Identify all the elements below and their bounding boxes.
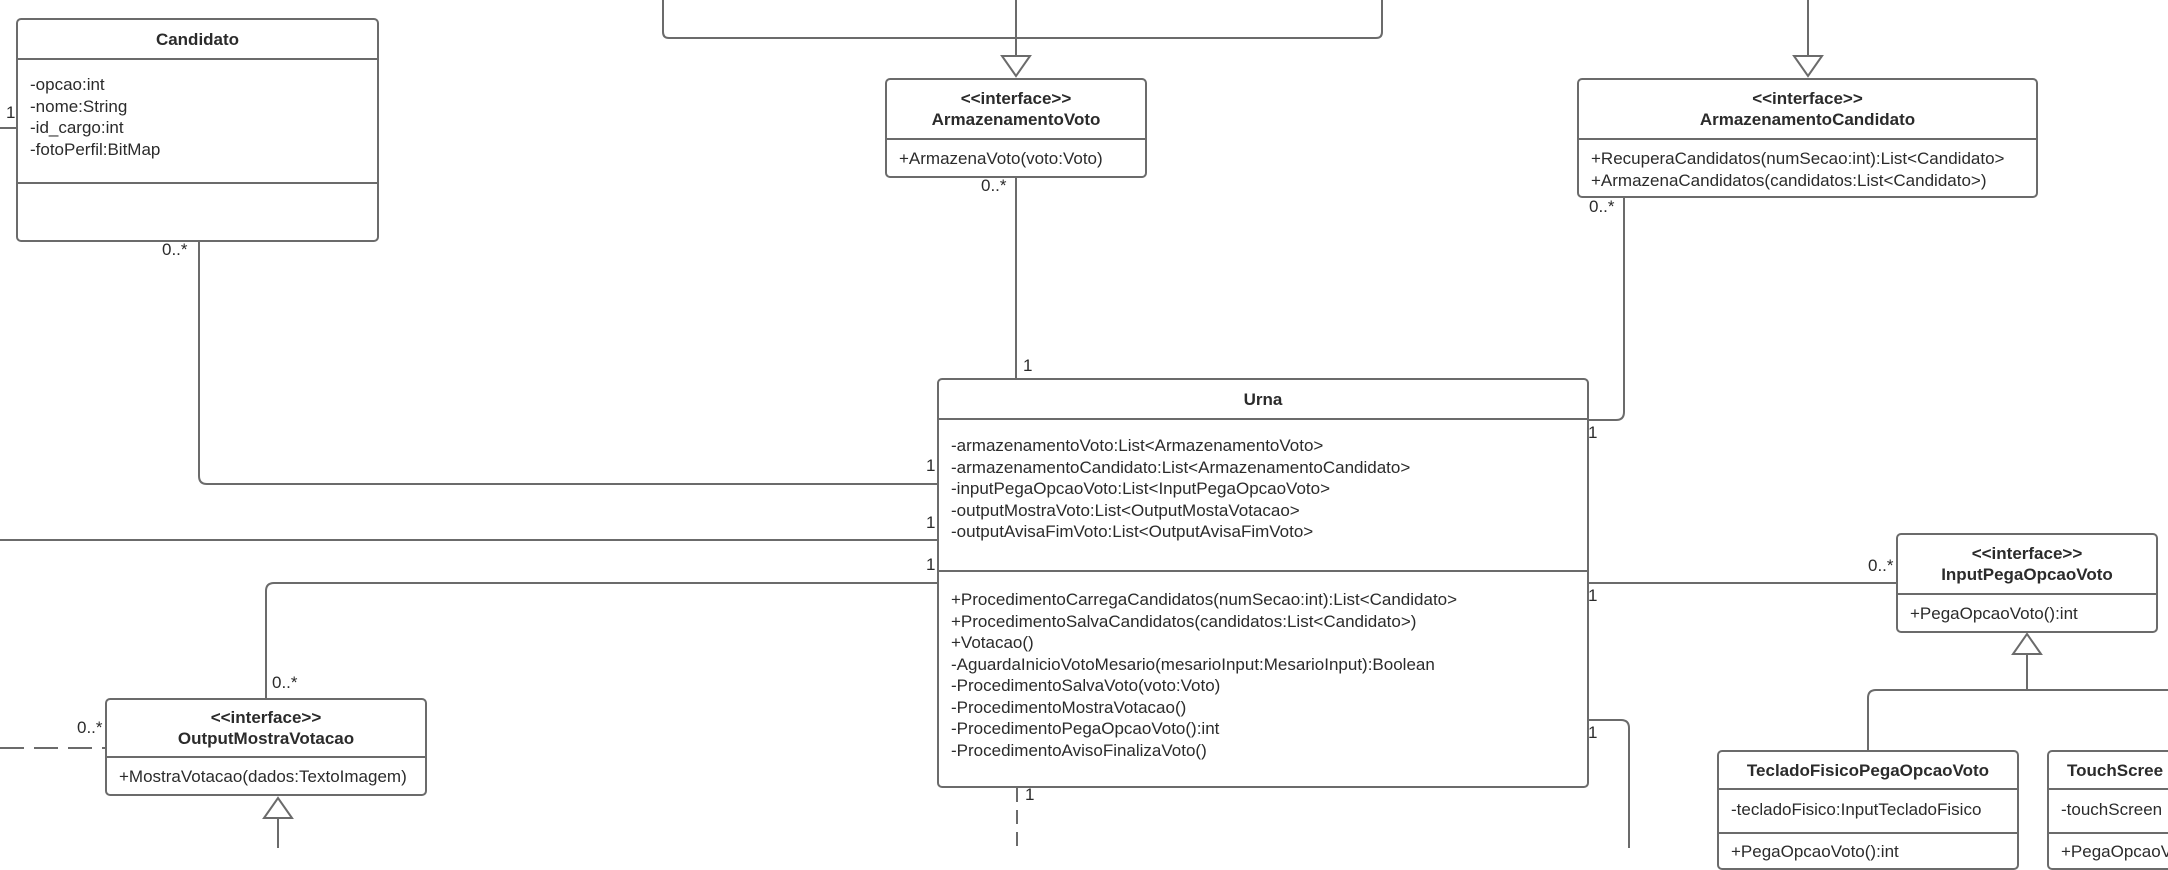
class-urna[interactable]: Urna -armazenamentoVoto:List<Armazenamen… — [937, 378, 1589, 788]
attribute: -fotoPerfil:BitMap — [30, 139, 161, 159]
class-touch-screen[interactable]: TouchScree -touchScreen +PegaOpcaoV — [2047, 750, 2168, 870]
attribute: -tecladoFisico:InputTecladoFisico — [1731, 800, 1982, 819]
method: +RecuperaCandidatos(numSecao:int):List<C… — [1591, 149, 2005, 168]
method: +PegaOpcaoVoto():int — [1731, 842, 1899, 861]
class-name-text: TouchScree — [2067, 760, 2164, 780]
attribute: -touchScreen — [2061, 800, 2163, 819]
attribute: -outputMostraVoto:List<OutputMostaVotaca… — [951, 500, 1300, 520]
class-teclado-fisico-pega-opcao-voto[interactable]: TecladoFisicoPegaOpcaoVoto -tecladoFisic… — [1717, 750, 2019, 870]
multiplicity-label: 1 — [1588, 423, 1598, 442]
connector-layer — [0, 0, 2168, 848]
method: +ArmazenaCandidatos(candidatos:List<Cand… — [1591, 170, 1987, 190]
multiplicity-label: 1 — [926, 456, 936, 475]
method: -AguardaInicioVotoMesario(mesarioInput:M… — [951, 654, 1435, 674]
class-candidato[interactable]: Candidato -opcao:int -nome:String -id_ca… — [16, 18, 379, 242]
attributes-section: -armazenamentoVoto:List<ArmazenamentoVot… — [939, 420, 1587, 572]
interface-output-mostra-votacao[interactable]: <<interface>> OutputMostraVotacao +Mostr… — [105, 698, 427, 796]
association-urna-right-lower — [1589, 719, 1630, 848]
interface-name: ArmazenamentoCandidato — [1699, 110, 1916, 129]
method: +PegaOpcaoVoto():int — [1910, 604, 2078, 623]
method: -ProcedimentoPegaOpcaoVoto():int — [951, 719, 1220, 738]
class-name: Candidato — [18, 20, 377, 60]
multiplicity-label: 1 — [1588, 586, 1598, 605]
method: -ProcedimentoAvisoFinalizaVoto() — [951, 740, 1207, 760]
method: +PegaOpcaoV — [2061, 842, 2168, 861]
interface-header: <<interface>> InputPegaOpcaoVoto — [1898, 535, 2156, 595]
attribute: -inputPegaOpcaoVoto:List<InputPegaOpcaoV… — [951, 479, 1331, 498]
interface-armazenamento-voto[interactable]: <<interface>> ArmazenamentoVoto +Armazen… — [885, 78, 1147, 178]
methods-section: +MostraVotacao(dados:TextoImagem) — [107, 758, 425, 794]
generalization-arrow-armazenamento-candidato — [1792, 55, 1824, 78]
method: -ProcedimentoSalvaVoto(voto:Voto) — [951, 676, 1221, 695]
multiplicity-label: 0..* — [1589, 197, 1615, 216]
multiplicity-label: 0..* — [1868, 556, 1894, 575]
multiplicity-label: 0..* — [981, 176, 1007, 195]
multiplicity-label: 1 — [1588, 723, 1598, 742]
attributes-section: -tecladoFisico:InputTecladoFisico — [1719, 790, 2017, 834]
methods-section — [18, 184, 377, 196]
generalization-branch-input — [1867, 689, 2168, 750]
stereotype: <<interface>> — [960, 89, 1072, 108]
attribute: -nome:String — [30, 96, 128, 116]
interface-header: <<interface>> OutputMostraVotacao — [107, 700, 425, 758]
stereotype: <<interface>> — [210, 708, 322, 727]
multiplicity-label: 1 — [1023, 356, 1033, 375]
method: +ProcedimentoSalvaCandidatos(candidatos:… — [951, 611, 1417, 631]
attribute: -outputAvisaFimVoto:List<OutputAvisaFimV… — [951, 522, 1314, 541]
method: +Votacao() — [951, 633, 1034, 652]
attribute: -id_cargo:int — [30, 118, 124, 137]
generalization-arrow-input — [2011, 632, 2043, 655]
class-name: Urna — [939, 380, 1587, 420]
interface-name: InputPegaOpcaoVoto — [1941, 565, 2113, 584]
methods-section: +ArmazenaVoto(voto:Voto) — [887, 140, 1145, 176]
interface-input-pega-opcao-voto[interactable]: <<interface>> InputPegaOpcaoVoto +PegaOp… — [1896, 533, 2158, 633]
multiplicity-label: 1 — [1025, 785, 1035, 804]
attribute: -armazenamentoVoto:List<ArmazenamentoVot… — [951, 436, 1324, 455]
method: -ProcedimentoMostraVotacao() — [951, 697, 1187, 717]
association-armazenamento-candidato-urna — [1589, 198, 1625, 421]
association-candidato-urna — [198, 242, 938, 485]
methods-section: +PegaOpcaoVoto():int — [1719, 834, 2017, 868]
multiplicity-label: 1 — [926, 513, 936, 532]
interface-header: <<interface>> ArmazenamentoCandidato — [1579, 80, 2036, 140]
class-name: TouchScree — [2049, 752, 2168, 790]
attributes-section: -opcao:int -nome:String -id_cargo:int -f… — [18, 60, 377, 184]
multiplicity-label: 1 — [6, 103, 16, 122]
multiplicity-label: 0..* — [272, 673, 298, 692]
generalization-line-armazenamento-voto — [662, 0, 1383, 39]
stereotype: <<interface>> — [1971, 544, 2083, 563]
interface-armazenamento-candidato[interactable]: <<interface>> ArmazenamentoCandidato +Re… — [1577, 78, 2038, 198]
interface-header: <<interface>> ArmazenamentoVoto — [887, 80, 1145, 140]
interface-name: ArmazenamentoVoto — [931, 110, 1101, 129]
generalization-arrow-armazenamento-voto — [1000, 55, 1032, 78]
method: +ArmazenaVoto(voto:Voto) — [899, 149, 1103, 168]
attribute: -armazenamentoCandidato:List<Armazenamen… — [951, 457, 1411, 477]
stereotype: <<interface>> — [1752, 89, 1863, 108]
methods-section: +RecuperaCandidatos(numSecao:int):List<C… — [1579, 140, 2036, 196]
method: +MostraVotacao(dados:TextoImagem) — [119, 767, 407, 786]
methods-section: +ProcedimentoCarregaCandidatos(numSecao:… — [939, 572, 1587, 767]
attributes-section: -touchScreen — [2049, 790, 2168, 834]
interface-name: OutputMostraVotacao — [177, 729, 355, 748]
method: +ProcedimentoCarregaCandidatos(numSecao:… — [951, 590, 1458, 609]
methods-section: +PegaOpcaoV — [2049, 834, 2168, 868]
association-urna-output — [265, 582, 938, 698]
multiplicity-label: 1 — [926, 555, 936, 574]
class-name: TecladoFisicoPegaOpcaoVoto — [1719, 752, 2017, 790]
attribute: -opcao:int — [30, 75, 105, 94]
generalization-arrow-output — [262, 796, 294, 819]
methods-section: +PegaOpcaoVoto():int — [1898, 595, 2156, 631]
multiplicity-label: 0..* — [77, 718, 103, 737]
multiplicity-label: 0..* — [162, 240, 188, 259]
